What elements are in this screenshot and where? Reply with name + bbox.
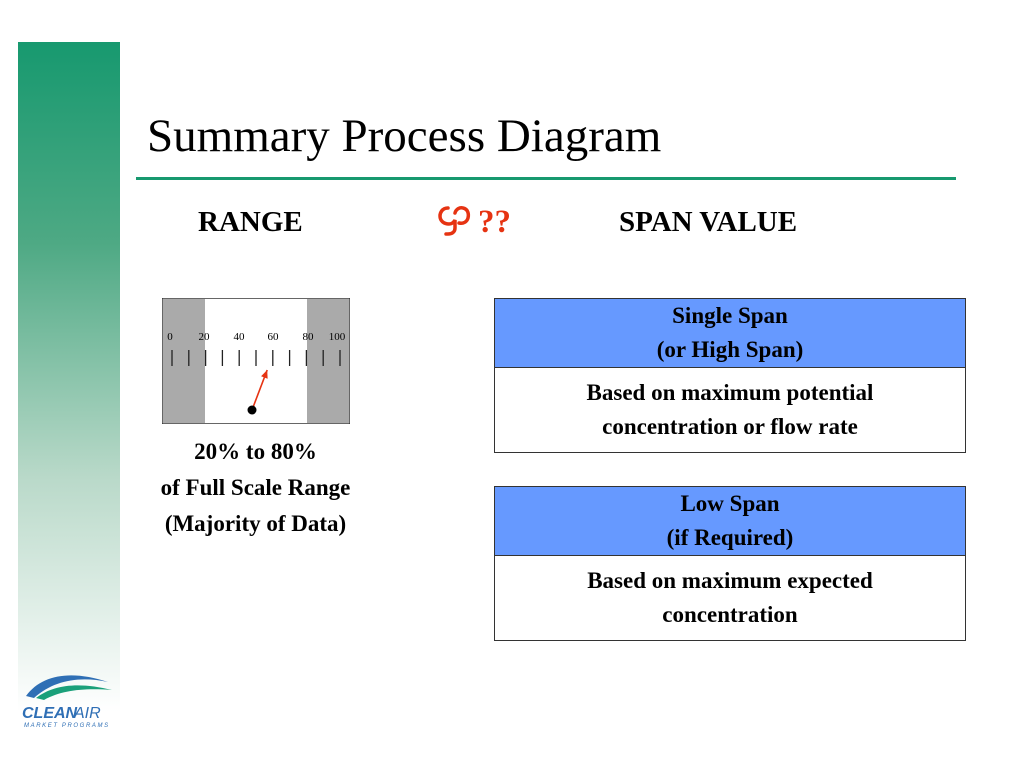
low-span-desc-line1: Based on maximum expected bbox=[587, 568, 873, 593]
range-caption: 20% to 80% of Full Scale Range (Majority… bbox=[128, 434, 383, 542]
single-span-header: Single Span (or High Span) bbox=[495, 299, 965, 368]
single-span-body: Based on maximum potential concentration… bbox=[495, 368, 965, 452]
slide-title: Summary Process Diagram bbox=[147, 110, 662, 162]
logo-word-clean: CLEAN bbox=[22, 705, 78, 722]
title-divider bbox=[136, 177, 956, 180]
single-span-desc-line2: concentration or flow rate bbox=[602, 414, 858, 439]
low-span-body: Based on maximum expected concentration bbox=[495, 556, 965, 640]
single-span-desc-line1: Based on maximum potential bbox=[586, 380, 874, 405]
logo-swoosh-blue bbox=[26, 675, 108, 698]
meter-label-100: 100 bbox=[329, 331, 346, 343]
low-span-title: Low Span bbox=[680, 491, 780, 516]
single-span-box: Single Span (or High Span) Based on maxi… bbox=[494, 298, 966, 453]
meter-label-60: 60 bbox=[268, 331, 280, 343]
right-arrow-icon bbox=[438, 206, 471, 236]
meter-needle-head bbox=[261, 370, 268, 379]
range-caption-line1: 20% to 80% bbox=[194, 439, 317, 464]
side-gradient-bar bbox=[18, 42, 120, 712]
range-meter: 0 20 40 60 80 100 bbox=[162, 298, 350, 424]
range-caption-line2: of Full Scale Range bbox=[160, 475, 351, 500]
meter-label-80: 80 bbox=[303, 331, 315, 343]
single-span-subtitle: (or High Span) bbox=[656, 337, 804, 362]
range-heading: RANGE bbox=[198, 206, 303, 238]
low-span-subtitle: (if Required) bbox=[666, 525, 794, 550]
arrow-question: ?? bbox=[438, 203, 511, 241]
meter-high-shade bbox=[307, 299, 349, 423]
meter-label-40: 40 bbox=[234, 331, 246, 343]
meter-label-0: 0 bbox=[167, 331, 173, 343]
low-span-header: Low Span (if Required) bbox=[495, 487, 965, 556]
low-span-box: Low Span (if Required) Based on maximum … bbox=[494, 486, 966, 641]
span-value-heading: SPAN VALUE bbox=[619, 206, 798, 238]
meter-label-20: 20 bbox=[199, 331, 211, 343]
single-span-title: Single Span bbox=[672, 303, 788, 328]
low-span-desc-line2: concentration bbox=[662, 602, 798, 627]
question-marks: ?? bbox=[478, 204, 511, 240]
logo-swoosh-green bbox=[36, 685, 112, 700]
meter-low-shade bbox=[163, 299, 205, 423]
range-caption-line3: (Majority of Data) bbox=[164, 511, 347, 536]
meter-pivot bbox=[247, 405, 257, 415]
logo-word-air: AIR bbox=[73, 705, 101, 722]
logo-tagline: MARKET PROGRAMS bbox=[24, 723, 110, 729]
clean-air-logo: CLEAN AIR MARKET PROGRAMS bbox=[22, 675, 112, 729]
